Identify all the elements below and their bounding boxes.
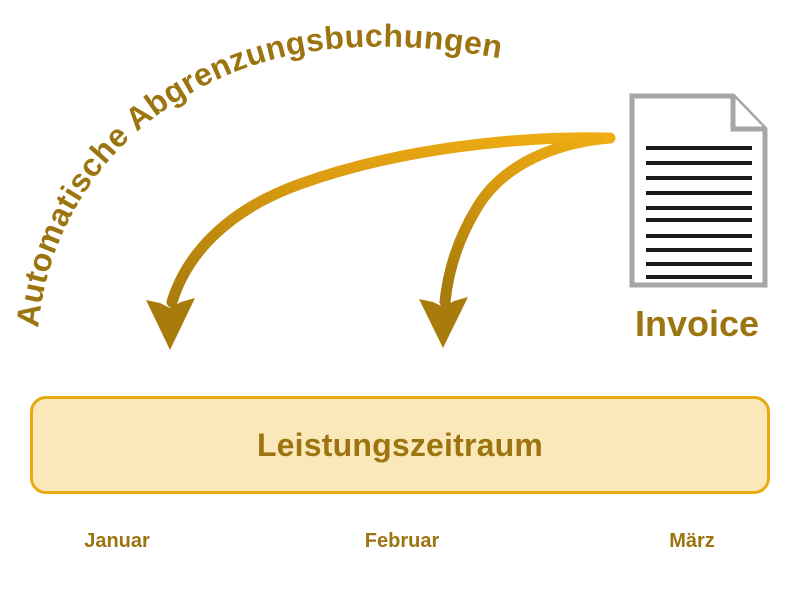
- leistungszeitraum-label: Leistungszeitraum: [256, 426, 544, 463]
- month-label-maerz: März: [669, 530, 715, 552]
- invoice-text-lines: [646, 146, 752, 279]
- arrow-to-februar: [419, 132, 616, 348]
- leistungszeitraum-box: Leistungszeitraum: [30, 396, 770, 494]
- month-label-februar: Februar: [364, 530, 440, 552]
- invoice-caption: Invoice: [634, 303, 760, 344]
- arrow-to-januar: [146, 132, 614, 350]
- document-invoice-icon: [629, 93, 768, 288]
- month-label-januar: Januar: [84, 530, 150, 552]
